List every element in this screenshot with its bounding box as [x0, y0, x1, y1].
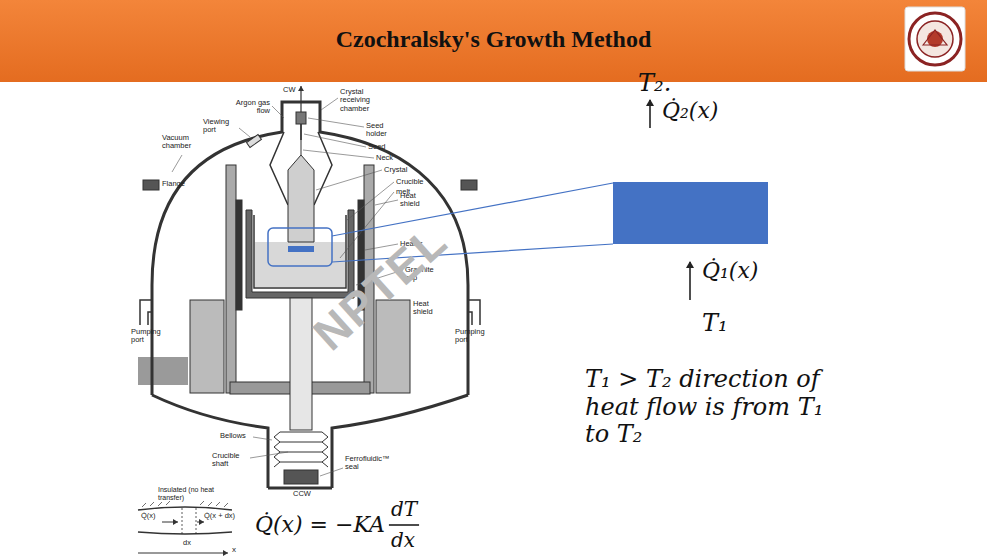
institute-logo-part — [909, 13, 961, 65]
watermark: NPTEL — [304, 215, 457, 360]
czochralski-apparatus-part — [143, 180, 159, 190]
institute-logo-part — [905, 7, 965, 71]
part-label: Crucible shaft — [212, 452, 248, 469]
heat-flux-label: Q̇₁(x) — [702, 258, 758, 283]
conduction-sketch-part — [138, 532, 232, 534]
equation: Q̇(x) = −KA — [255, 512, 385, 537]
zoom-callout-part — [613, 182, 768, 244]
zoom-callout — [268, 182, 768, 266]
part-label: Crystal receiving chamber — [340, 88, 390, 113]
heat-flow-arrows — [650, 100, 690, 300]
institute-logo-part — [923, 30, 947, 45]
equation-numerator: dT — [391, 498, 417, 521]
zoom-callout-part — [268, 228, 332, 266]
czochralski-apparatus-part — [468, 300, 480, 325]
heat-flow-arrows-part — [689, 262, 691, 300]
czochralski-apparatus-part — [461, 180, 477, 190]
leader-lines-part — [321, 98, 338, 110]
part-label: Seed holder — [366, 122, 406, 139]
leader-lines-part — [308, 118, 364, 127]
leader-lines-part — [272, 106, 284, 118]
heat-flux-label: Q̇(x) — [141, 512, 156, 520]
leader-lines-part — [239, 128, 250, 137]
fraction-bar-layer — [389, 525, 419, 526]
leader-lines-part — [172, 155, 182, 172]
part-label: Argon gas flow — [230, 99, 270, 116]
part-label: Heat shield — [413, 300, 441, 317]
rotation-label: CCW — [293, 490, 311, 498]
part-label: Viewing port — [203, 118, 237, 135]
institute-logo-part — [917, 21, 953, 57]
part-label: Crucible — [396, 178, 424, 186]
conduction-sketch-part — [197, 522, 204, 523]
leader-lines-part — [304, 134, 366, 147]
part-label: Heat shield — [400, 192, 426, 209]
heat-flux-label: Q̇(x + dx) — [204, 512, 235, 520]
conduction-sketch-part — [162, 522, 178, 523]
czochralski-apparatus-part — [274, 432, 328, 467]
conduction-sketch-part — [138, 553, 228, 554]
part-label: Neck — [376, 154, 393, 162]
leader-lines-part — [250, 452, 288, 458]
czochralski-apparatus-part — [288, 155, 314, 242]
conduction-sketch-part — [182, 508, 196, 534]
czochralski-apparatus — [138, 86, 480, 488]
part-label: Flange — [162, 180, 185, 188]
zoom-callout-part — [288, 246, 314, 252]
czochralski-apparatus-part — [300, 102, 301, 112]
heat-flow-arrows-part — [649, 100, 651, 128]
czochralski-apparatus-part — [190, 300, 224, 393]
czochralski-apparatus-part — [138, 357, 188, 385]
equation-denominator: dx — [391, 529, 415, 552]
leader-lines-part — [320, 468, 343, 476]
leader-lines-part — [303, 150, 374, 158]
czochralski-apparatus-part — [140, 300, 152, 325]
czochralski-apparatus-part — [296, 112, 306, 124]
czochralski-apparatus-part — [236, 200, 242, 310]
axis-label: x — [232, 546, 236, 555]
conduction-sketch — [138, 501, 232, 553]
zoom-callout-part — [332, 183, 613, 262]
rotation-label: CW — [283, 86, 296, 94]
leader-lines-part — [253, 437, 272, 440]
czochralski-apparatus-part — [300, 86, 301, 102]
part-label: Bellows — [220, 432, 246, 440]
dimension-label: dx — [183, 539, 191, 547]
part-label: Pumping port — [131, 328, 165, 345]
note-label: Insulated (no heat transfer) — [158, 486, 230, 501]
czochralski-apparatus-part — [300, 124, 302, 140]
czochralski-apparatus-part — [284, 470, 318, 484]
institute-logo — [905, 7, 965, 71]
czochralski-apparatus-part — [301, 140, 302, 155]
handwritten-note: T₁ > T₂ direction of heat flow is from T… — [585, 366, 835, 449]
part-label: Pumping port — [455, 328, 489, 345]
temperature-label: T₂. — [638, 70, 671, 98]
temperature-label: T₁ — [702, 310, 728, 338]
conduction-sketch-part — [142, 501, 228, 507]
leader-lines-part — [375, 200, 398, 205]
slide-title: Czochralsky's Growth Method — [0, 26, 987, 53]
part-label: Ferrofluidic™ seal — [345, 455, 397, 472]
part-label: Vacuum chamber — [162, 134, 202, 151]
fraction-bar — [389, 524, 419, 526]
part-label: Crystal — [384, 166, 407, 174]
leader-lines-part — [316, 170, 382, 190]
conduction-sketch-part — [138, 507, 232, 510]
part-label: Seed — [368, 143, 386, 151]
czochralski-apparatus-part — [247, 135, 262, 148]
czochralski-apparatus-part — [226, 165, 236, 393]
heat-flux-label: Q̇₂(x) — [662, 98, 718, 123]
